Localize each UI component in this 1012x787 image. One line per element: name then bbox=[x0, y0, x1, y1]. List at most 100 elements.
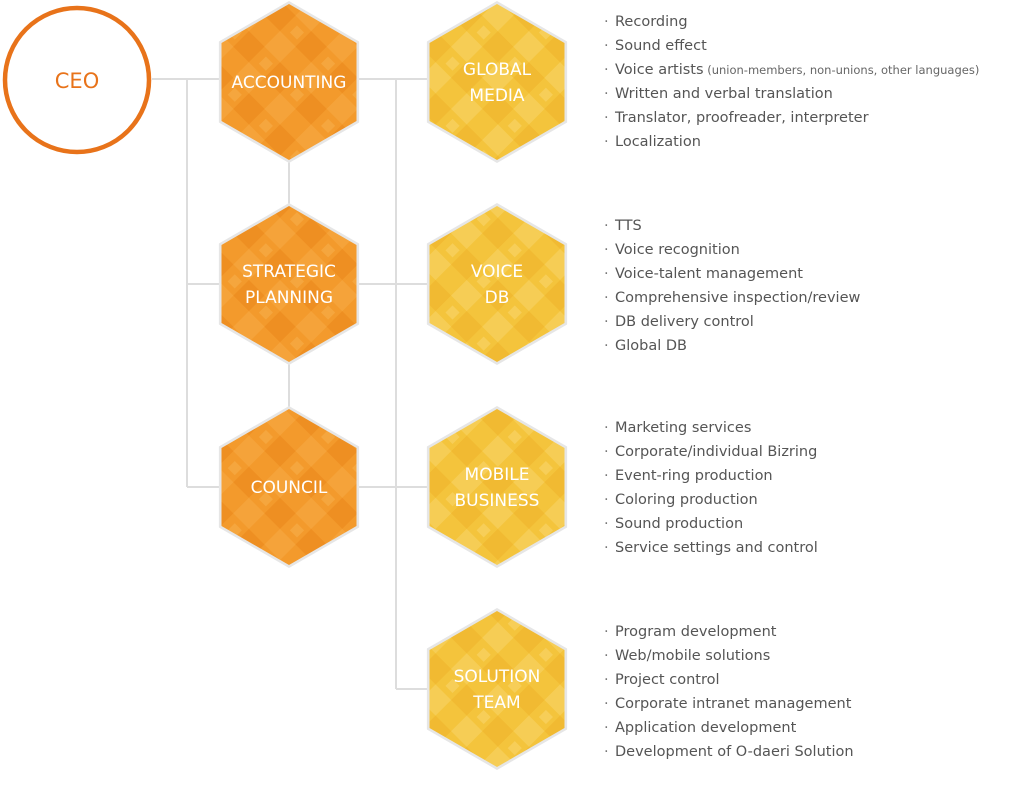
duty-item: ·Sound production bbox=[604, 512, 818, 536]
duty-text: Recording bbox=[615, 14, 688, 30]
unit-label-line: VOICE bbox=[471, 262, 523, 282]
unit-accounting: ACCOUNTING bbox=[218, 1, 360, 163]
duty-item: · Voice-talent management bbox=[604, 262, 860, 286]
unit-label-line: GLOBAL bbox=[463, 60, 532, 80]
bullet-dot: · bbox=[604, 218, 609, 234]
duty-item: · Recording bbox=[604, 10, 979, 34]
unit-solution-team: SOLUTION TEAM bbox=[426, 608, 568, 770]
duty-text: Event-ring production bbox=[615, 468, 773, 484]
duty-item: · Event-ring production bbox=[604, 464, 818, 488]
bullet-dot: · bbox=[604, 540, 609, 556]
duty-item: · Coloring production bbox=[604, 488, 818, 512]
bullet-dot: · bbox=[604, 14, 609, 30]
hexagon-shape bbox=[221, 4, 357, 160]
unit-label-line: COUNCIL bbox=[251, 478, 328, 498]
duty-text: Application development bbox=[615, 720, 797, 736]
duty-text: Corporate intranet management bbox=[615, 696, 852, 712]
duty-item: · Application development bbox=[604, 716, 854, 740]
bullet-dot: · bbox=[604, 242, 609, 258]
duty-text: Voice-talent management bbox=[615, 266, 803, 282]
unit-label-line: PLANNING bbox=[245, 288, 333, 308]
bullet-dot: · bbox=[604, 290, 609, 306]
duty-text: Coloring production bbox=[615, 492, 758, 508]
bullet-dot: · bbox=[604, 648, 609, 664]
duty-item: · Localization bbox=[604, 130, 979, 154]
duty-item: · Corporate intranet management bbox=[604, 692, 854, 716]
duty-text: Global DB bbox=[615, 338, 687, 354]
bullet-dot: · bbox=[604, 696, 609, 712]
unit-label-line: DB bbox=[485, 288, 510, 308]
unit-label-line: BUSINESS bbox=[455, 491, 540, 511]
duty-text: Voice artists bbox=[615, 62, 704, 78]
duty-text: Sound effect bbox=[615, 38, 707, 54]
unit-global-media: GLOBAL MEDIA bbox=[426, 1, 568, 163]
bullet-dot: · bbox=[604, 62, 609, 78]
duty-item: · Web/mobile solutions bbox=[604, 644, 854, 668]
bullet-dot: · bbox=[604, 314, 609, 330]
duty-item: · Voice recognition bbox=[604, 238, 860, 262]
duty-text: Web/mobile solutions bbox=[615, 648, 771, 664]
unit-voice-db: VOICE DB bbox=[426, 203, 568, 365]
duty-item: · DB delivery control bbox=[604, 310, 860, 334]
hexagon-shape bbox=[429, 409, 565, 565]
duty-item: ·Corporate/individual Bizring bbox=[604, 440, 818, 464]
unit-mobile-business: MOBILE BUSINESS bbox=[426, 406, 568, 568]
duty-item: ·Comprehensive inspection/review bbox=[604, 286, 860, 310]
bullet-dot: · bbox=[604, 492, 609, 508]
bullet-dot: · bbox=[604, 468, 609, 484]
bullet-dot: · bbox=[604, 266, 609, 282]
duty-note: (union-members, non-unions, other langua… bbox=[703, 63, 980, 77]
unit-hexagons: ACCOUNTING STRATEGIC PLANNING COUNCIL GLOBAL… bbox=[218, 1, 568, 770]
unit-label-line: MOBILE bbox=[465, 465, 530, 485]
duty-text: Service settings and control bbox=[615, 540, 818, 556]
unit-label-line: STRATEGIC bbox=[242, 262, 336, 282]
bullet-dot: · bbox=[604, 624, 609, 640]
unit-label-line: MEDIA bbox=[469, 86, 525, 106]
bullet-dot: · bbox=[604, 110, 609, 126]
bullet-dot: · bbox=[604, 338, 609, 354]
duty-item: · Marketing services bbox=[604, 416, 818, 440]
duty-list-voice-db: · TTS · Voice recognition · Voice-talent mana… bbox=[604, 214, 860, 358]
unit-label-line: ACCOUNTING bbox=[232, 73, 347, 93]
duty-item: · Global DB bbox=[604, 334, 860, 358]
hexagon-shape bbox=[221, 206, 357, 362]
duty-item: · Sound effect bbox=[604, 34, 979, 58]
duty-text: Corporate/individual Bizring bbox=[615, 444, 818, 460]
bullet-dot: · bbox=[604, 86, 609, 102]
duty-text: Marketing services bbox=[615, 420, 752, 436]
ceo-label: CEO bbox=[55, 69, 99, 93]
duty-item: · Project control bbox=[604, 668, 854, 692]
unit-strategic-planning: STRATEGIC PLANNING bbox=[218, 203, 360, 365]
bullet-dot: · bbox=[604, 420, 609, 436]
duty-text: TTS bbox=[615, 218, 642, 234]
duty-item: · Written and verbal translation bbox=[604, 82, 979, 106]
bullet-dot: · bbox=[604, 672, 609, 688]
duty-text: Project control bbox=[615, 672, 720, 688]
ceo-node: CEO bbox=[2, 5, 152, 155]
hexagon-shape bbox=[429, 611, 565, 767]
duty-item: · Service settings and control bbox=[604, 536, 818, 560]
duty-text: Written and verbal translation bbox=[615, 86, 833, 102]
connector-lines bbox=[152, 78, 431, 690]
unit-label-line: SOLUTION bbox=[454, 667, 541, 687]
duty-item: · Translator, proofreader, interpreter bbox=[604, 106, 979, 130]
duty-item: ·Program development bbox=[604, 620, 854, 644]
duty-item: · Voice artists (union-members, non-union… bbox=[604, 58, 979, 82]
duty-text: DB delivery control bbox=[615, 314, 754, 330]
duty-text: Localization bbox=[615, 134, 701, 150]
duty-text: Translator, proofreader, interpreter bbox=[615, 110, 869, 126]
bullet-dot: · bbox=[604, 134, 609, 150]
hexagon-shape bbox=[429, 4, 565, 160]
bullet-dot: · bbox=[604, 38, 609, 54]
unit-label-line: TEAM bbox=[472, 693, 520, 713]
duty-item: · TTS bbox=[604, 214, 860, 238]
bullet-dot: · bbox=[604, 744, 609, 760]
duty-list-solution-team: ·Program development·Web/mobile solution… bbox=[604, 620, 854, 764]
duty-list-mobile-business: ·Marketing services·Corporate/individual… bbox=[604, 416, 818, 560]
bullet-dot: · bbox=[604, 720, 609, 736]
duty-text: Voice recognition bbox=[615, 242, 740, 258]
bullet-dot: · bbox=[604, 516, 609, 532]
duty-text: Development of O-daeri Solution bbox=[615, 744, 854, 760]
